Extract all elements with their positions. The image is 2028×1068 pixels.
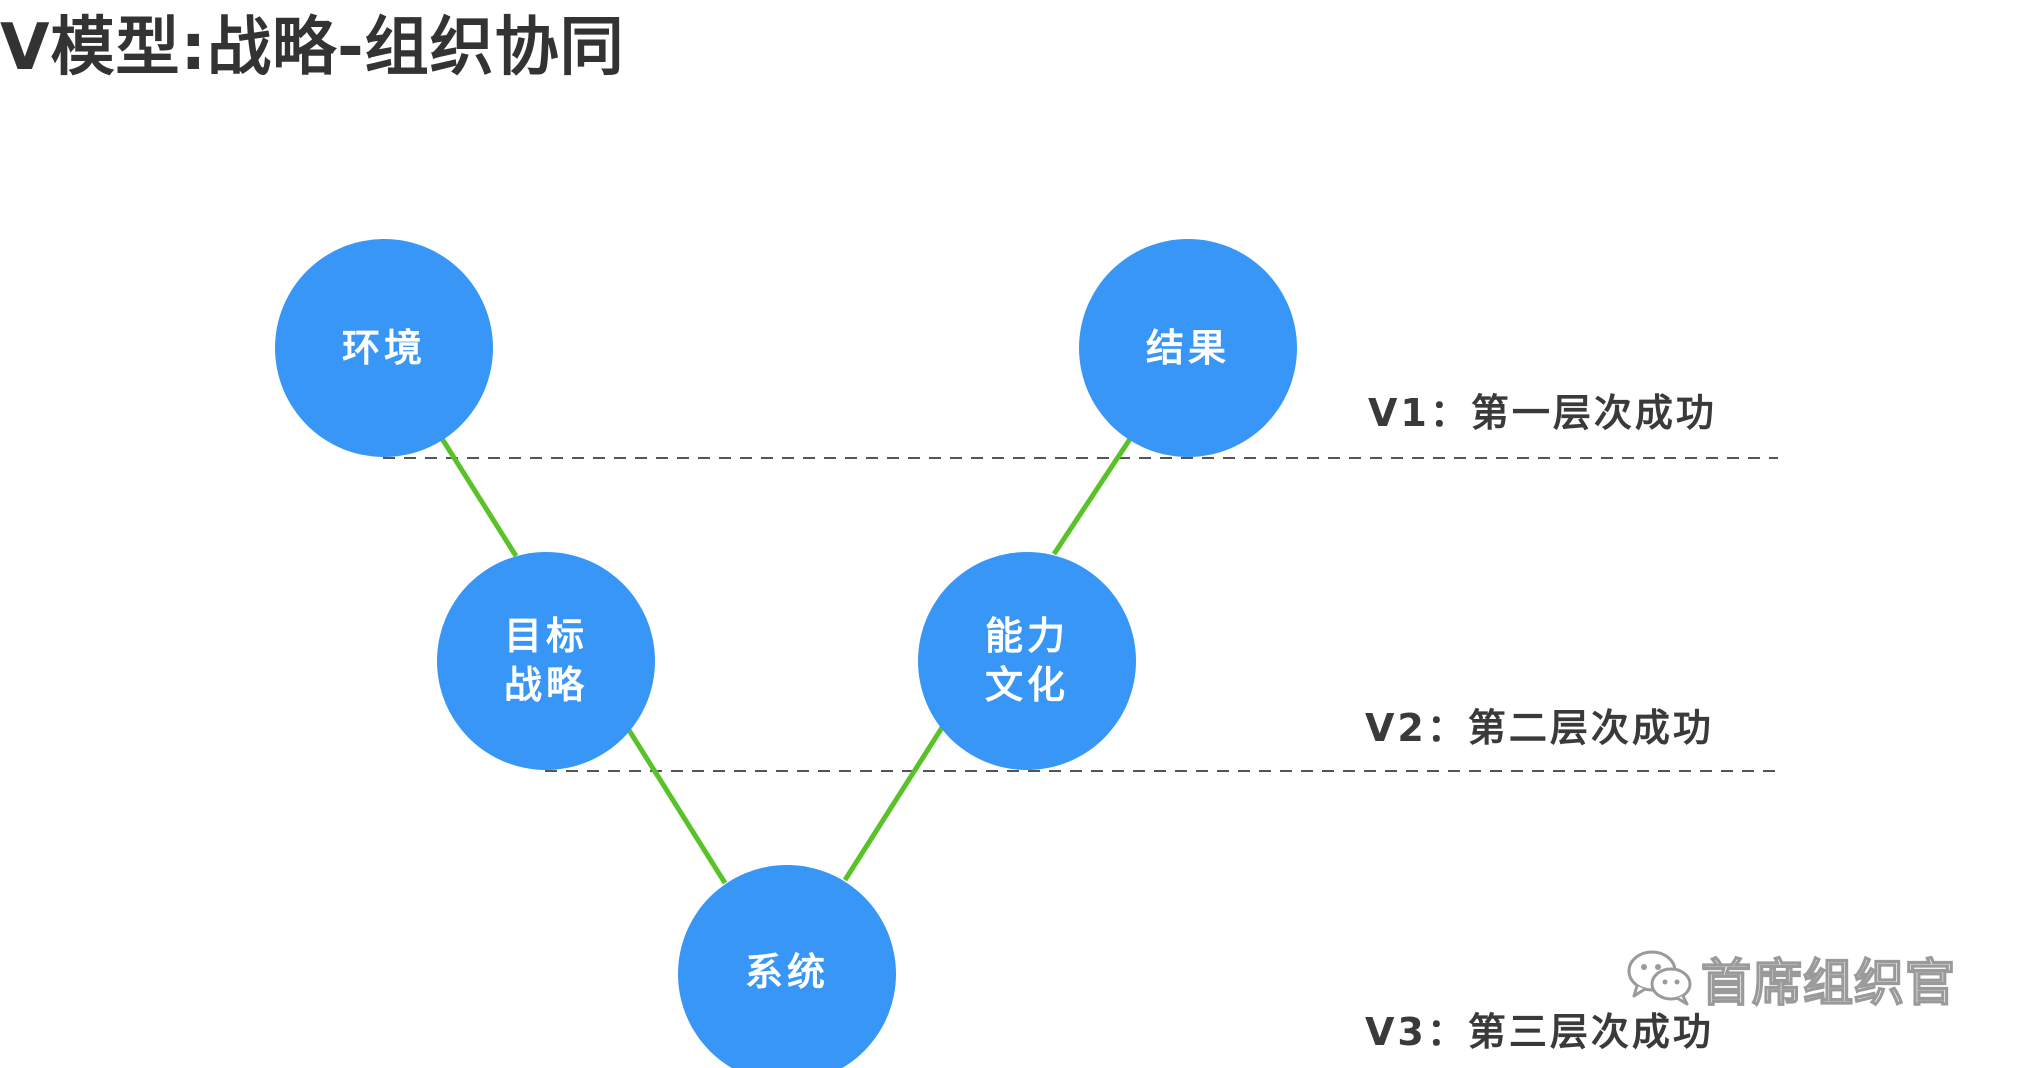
edge-ability-result [1051,437,1133,556]
node-ability-culture: 能力 文化 [918,552,1136,770]
level-label-v1: V1：第一层次成功 [1368,391,1717,435]
node-goal-strategy: 目标 战略 [437,552,655,770]
node-environment-label: 环境 [342,326,426,370]
node-environment: 环境 [275,239,493,457]
node-system-label: 系统 [745,950,829,994]
node-goal-strategy-label-line2: 战略 [504,663,588,707]
wechat-icon [1625,946,1695,1012]
node-goal-strategy-label-line1: 目标 [504,614,588,658]
node-system: 系统 [678,865,896,1068]
node-result-label: 结果 [1146,326,1230,370]
node-ability-culture-label-line2: 文化 [985,663,1069,707]
page-title: V模型:战略-组织协同 [0,11,625,85]
node-result: 结果 [1079,239,1297,457]
level-label-v3: V3：第三层次成功 [1365,1010,1714,1054]
edge-goal-system [624,725,728,885]
edge-env-goal [438,435,519,558]
node-ability-culture-label-line1: 能力 [985,614,1069,658]
edge-system-ability [842,724,946,882]
watermark-text: 首席组织官 [1700,953,1956,1013]
level-label-v2: V2：第二层次成功 [1365,706,1714,750]
watermark: 首席组织官 [1625,944,1956,1014]
